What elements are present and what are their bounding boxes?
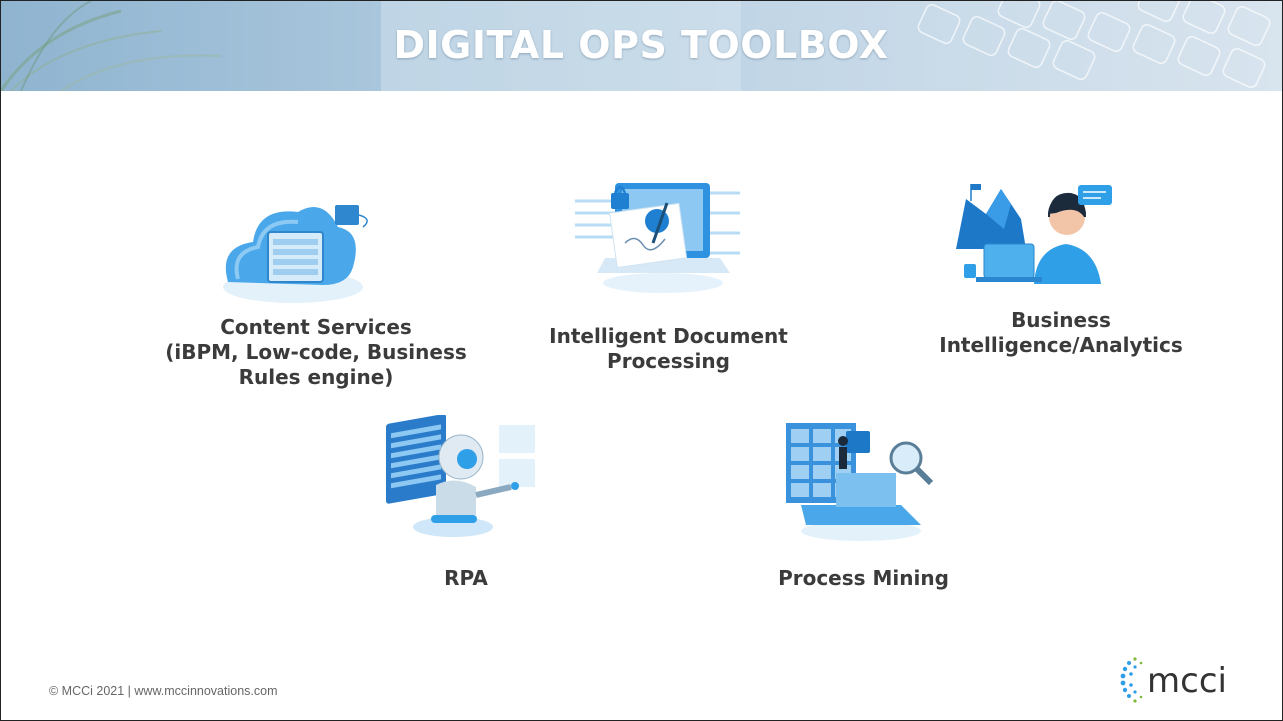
rpa-label: RPA <box>391 566 541 591</box>
idp-subtitle: Processing <box>607 349 730 373</box>
idp-title: Intelligent Document <box>549 324 788 348</box>
analyst-headset-icon <box>956 184 1112 284</box>
header-banner: DIGITAL OPS TOOLBOX <box>1 1 1282 91</box>
rpa-title: RPA <box>444 566 488 590</box>
content-services-subtitle-2: Rules engine) <box>238 365 394 389</box>
bi-title: Business <box>1011 308 1111 332</box>
desk-photo-background <box>1 1 1271 91</box>
process-mining-title: Process Mining <box>778 566 949 590</box>
content-services-subtitle: (iBPM, Low-code, Business <box>165 340 467 364</box>
document-signature-icon <box>575 183 740 293</box>
robot-icon <box>386 415 535 537</box>
process-mining-label: Process Mining <box>756 566 971 591</box>
content-services-label: Content Services (iBPM, Low-code, Busine… <box>151 315 481 390</box>
cloud-file-cabinet-icon <box>223 205 368 303</box>
intelligent-document-processing-label: Intelligent Document Processing <box>521 324 816 374</box>
bi-subtitle: Intelligence/Analytics <box>939 333 1183 357</box>
business-intelligence-label: Business Intelligence/Analytics <box>901 308 1221 358</box>
mcci-logo-text: mcci <box>1147 661 1227 701</box>
magnifier-laptop-icon <box>786 423 934 541</box>
mcci-logo-icon <box>1120 657 1143 703</box>
footer-copyright: © MCCi 2021 | www.mccinnovations.com <box>49 684 278 698</box>
content-services-title: Content Services <box>220 315 412 339</box>
page-title: DIGITAL OPS TOOLBOX <box>393 23 889 67</box>
